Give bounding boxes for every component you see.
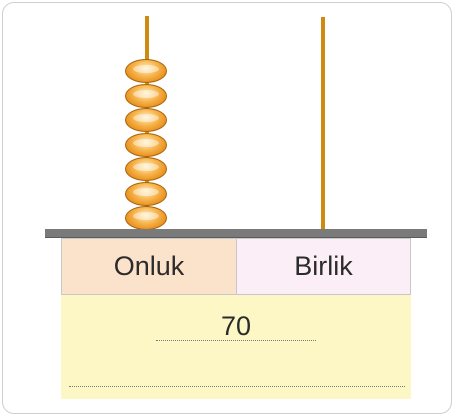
tens-bead bbox=[125, 108, 167, 132]
tens-bead bbox=[125, 83, 167, 108]
abacus-base bbox=[45, 229, 427, 238]
tens-bead bbox=[125, 181, 167, 206]
place-value-labels: Onluk Birlik bbox=[61, 238, 411, 295]
tens-bead bbox=[125, 59, 167, 83]
tens-label: Onluk bbox=[62, 239, 237, 294]
ones-label: Birlik bbox=[237, 239, 410, 294]
answer-line-1 bbox=[156, 340, 316, 341]
answer-line-2 bbox=[69, 386, 405, 387]
ones-rod bbox=[321, 17, 325, 232]
tens-bead bbox=[125, 132, 167, 157]
answer-value: 70 bbox=[220, 311, 252, 341]
answer-area: 70 bbox=[61, 295, 411, 399]
tens-bead bbox=[125, 157, 167, 181]
tens-bead bbox=[125, 206, 167, 230]
